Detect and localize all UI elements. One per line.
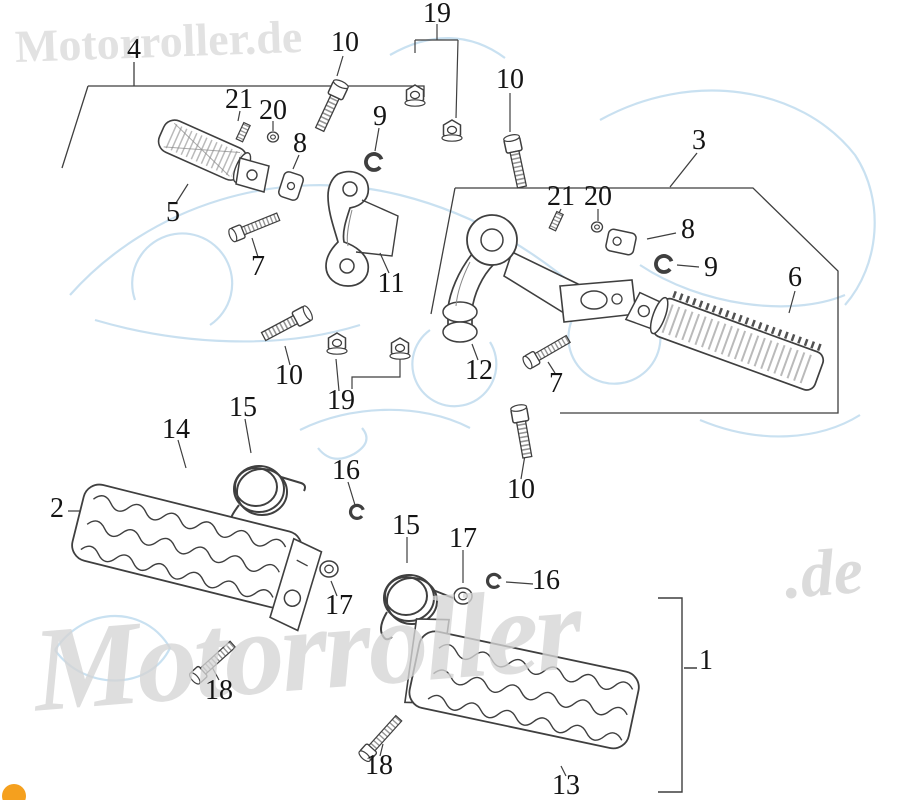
part-18-bolt [188, 640, 237, 685]
part-9-clip [364, 152, 384, 172]
part-19-nut [404, 84, 426, 107]
part-18-bolt [358, 714, 403, 763]
part-6-footpeg [624, 290, 825, 391]
watermark-scooter-art [54, 37, 876, 682]
leader-lines [68, 24, 796, 777]
part-17-washer [453, 587, 473, 605]
part-9-clip [654, 254, 674, 274]
part-19-nut [326, 332, 348, 355]
part-7-bolt [228, 212, 281, 243]
part-10-bolt [314, 79, 349, 133]
part-17-washer [319, 560, 339, 578]
part-12-bracket [442, 214, 637, 343]
part-15-spring [379, 574, 454, 641]
part-10-bolt [503, 134, 528, 189]
part-21-stud [235, 121, 251, 143]
part-10-bolt [260, 305, 313, 342]
part-21-stud [548, 210, 564, 232]
part-19-nut [441, 119, 463, 142]
part-13-footpeg [404, 618, 640, 750]
part-8-plate [605, 228, 637, 256]
part-16-clip [485, 572, 502, 589]
part-20-washer [590, 221, 604, 233]
group-3-outline [430, 152, 839, 414]
part-20-washer [266, 131, 280, 143]
part-11-bracket [325, 170, 399, 287]
part-5-mount-tab [235, 157, 270, 193]
part-15-spring [229, 465, 306, 530]
part-8-plate [278, 171, 304, 201]
part-19-nut [389, 337, 411, 360]
part-7-bolt [522, 334, 571, 370]
part-10-bolt [510, 404, 533, 459]
part-16-clip [348, 503, 365, 520]
orange-dot [2, 784, 26, 800]
group-1-bracket [658, 597, 697, 793]
part-14-footpeg [71, 483, 323, 632]
